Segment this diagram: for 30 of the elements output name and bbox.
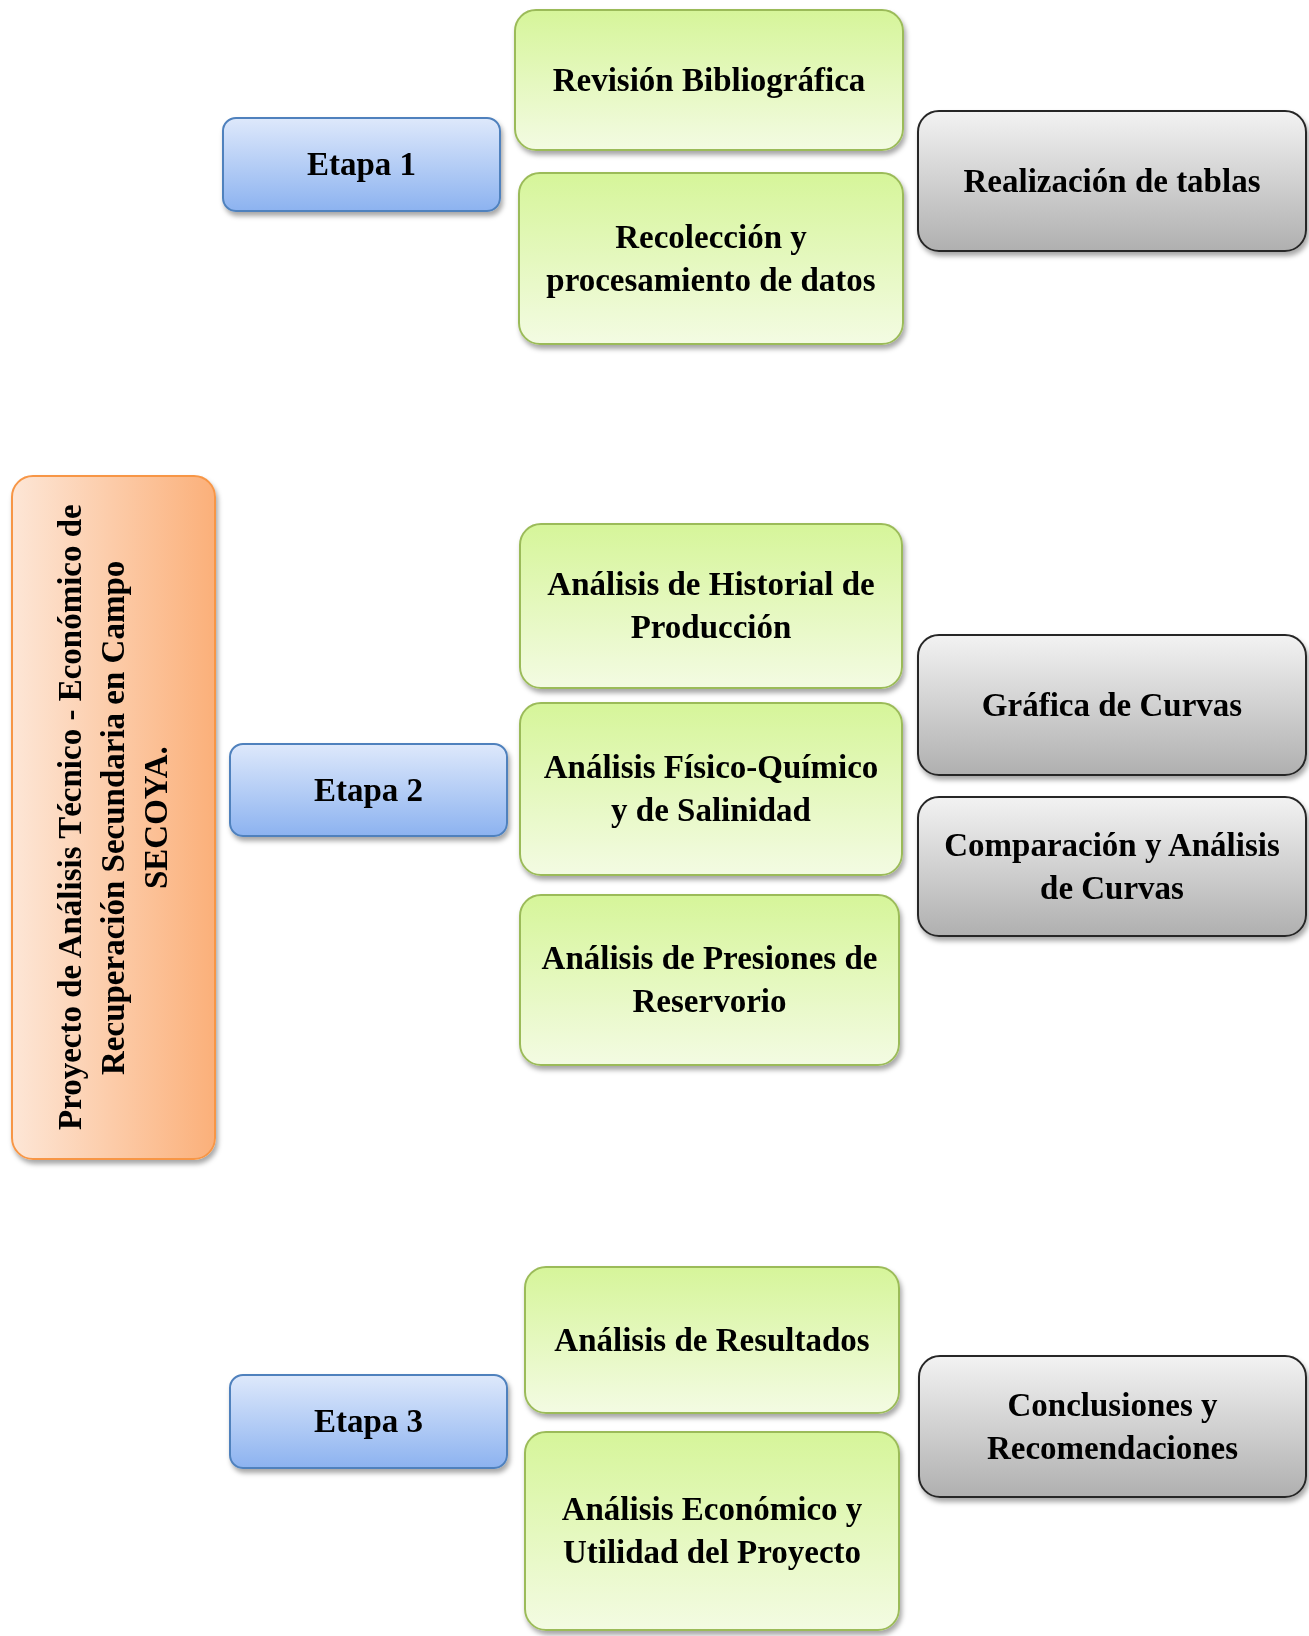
task-box	[524, 1431, 900, 1631]
box-label: Realización de tablas	[963, 161, 1261, 201]
box-label: Análisis de Historial de Producción	[546, 565, 876, 647]
project-title: Proyecto de Análisis Técnico - Económico de Recuperación Secundaria en Campo SECOYA.	[51, 503, 175, 1133]
stage-box	[229, 743, 508, 837]
box-label: Revisión Bibliográfica	[552, 60, 866, 100]
box-label: Análisis Económico y Utilidad del Proyecto	[560, 1490, 864, 1572]
output-box	[917, 110, 1307, 252]
task-box	[519, 702, 903, 876]
box-label: Comparación y Análisis de Curvas	[943, 825, 1281, 908]
stage-label: Etapa 3	[313, 1402, 424, 1441]
box-label: Análisis Físico-Químico y de Salinidad	[542, 748, 880, 830]
stage-label: Etapa 2	[313, 770, 424, 810]
task-box	[519, 523, 903, 689]
stage-label: Etapa 1	[306, 145, 417, 184]
stage-box	[229, 1374, 508, 1469]
box-label: Análisis de Resultados	[554, 1320, 870, 1360]
project-title-box	[11, 475, 216, 1160]
task-box	[518, 172, 904, 345]
task-box	[524, 1266, 900, 1414]
box-label: Gráfica de Curvas	[981, 685, 1243, 725]
box-label: Conclusiones y Recomendaciones	[985, 1385, 1240, 1468]
stage-box	[222, 117, 501, 212]
output-box	[918, 1355, 1307, 1498]
output-box	[917, 796, 1307, 937]
task-box	[519, 894, 900, 1066]
output-box	[917, 634, 1307, 776]
box-label: Análisis de Presiones de Reservorio	[540, 939, 879, 1021]
task-box	[514, 9, 904, 151]
box-label: Recolección y procesamiento de datos	[545, 217, 877, 300]
